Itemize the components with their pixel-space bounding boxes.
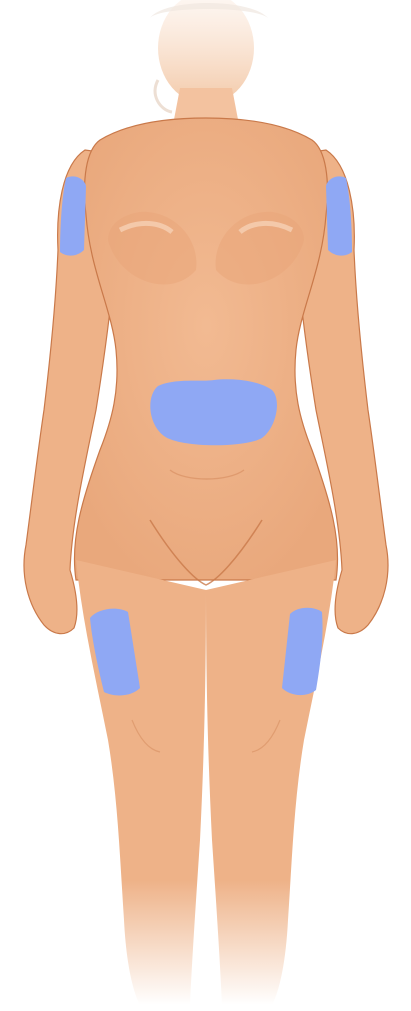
injection-site-abdomen: [150, 379, 277, 445]
torso: [74, 118, 337, 580]
